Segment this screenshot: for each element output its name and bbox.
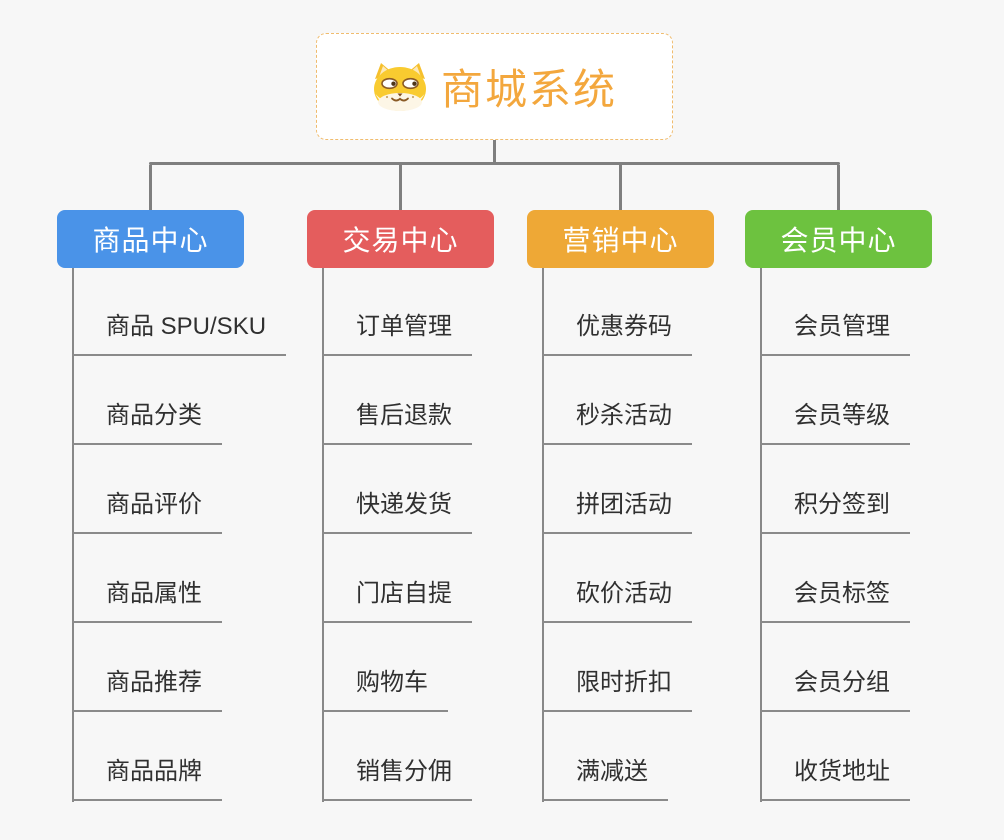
- leaf-node[interactable]: 商品品牌: [72, 753, 222, 801]
- branch-node-member[interactable]: 会员中心: [745, 210, 932, 268]
- leaf-node[interactable]: 会员等级: [760, 397, 910, 445]
- root-node[interactable]: 商城系统: [316, 33, 673, 140]
- leaf-node[interactable]: 拼团活动: [542, 486, 692, 534]
- leaf-node[interactable]: 优惠券码: [542, 308, 692, 356]
- branch-node-trade[interactable]: 交易中心: [307, 210, 494, 268]
- leaf-node[interactable]: 积分签到: [760, 486, 910, 534]
- leaf-node[interactable]: 销售分佣: [322, 753, 472, 801]
- leaf-node[interactable]: 会员分组: [760, 664, 910, 712]
- leaf-node[interactable]: 商品评价: [72, 486, 222, 534]
- leaf-node[interactable]: 商品 SPU/SKU: [72, 308, 287, 356]
- branch-connector-line: [72, 268, 74, 802]
- connector-drop-2: [399, 165, 402, 210]
- doge-icon: [373, 62, 426, 111]
- leaf-node[interactable]: 订单管理: [322, 308, 472, 356]
- branch-connector-line: [760, 268, 762, 802]
- connector-drop-4: [837, 165, 840, 210]
- branch-connector-line: [322, 268, 324, 802]
- leaf-node[interactable]: 快递发货: [322, 486, 472, 534]
- root-label: 商城系统: [440, 66, 617, 113]
- connector-drop-1: [149, 165, 152, 210]
- connector-drop-3: [619, 165, 622, 210]
- branch-connector-line: [542, 268, 544, 802]
- connector-root-stub: [493, 140, 496, 164]
- branch-column-member: 会员中心 会员管理 会员等级 积分签到 会员标签 会员分组 收货地址: [745, 0, 1004, 840]
- leaf-node[interactable]: 满减送: [542, 753, 668, 801]
- leaf-node[interactable]: 秒杀活动: [542, 397, 692, 445]
- branch-column-product: 商品中心 商品 SPU/SKU 商品分类 商品评价 商品属性 商品推荐 商品品牌: [57, 0, 317, 840]
- leaf-node[interactable]: 砍价活动: [542, 575, 692, 623]
- leaf-node[interactable]: 购物车: [322, 664, 448, 712]
- leaf-node[interactable]: 限时折扣: [542, 664, 692, 712]
- branch-column-trade: 交易中心 订单管理 售后退款 快递发货 门店自提 购物车 销售分佣: [307, 0, 567, 840]
- leaf-node[interactable]: 商品分类: [72, 397, 222, 445]
- leaf-node[interactable]: 会员标签: [760, 575, 910, 623]
- leaf-node[interactable]: 售后退款: [322, 397, 472, 445]
- leaf-node[interactable]: 收货地址: [760, 753, 910, 801]
- connector-rail: [149, 162, 840, 165]
- leaf-node[interactable]: 商品推荐: [72, 664, 222, 712]
- leaf-node[interactable]: 会员管理: [760, 308, 910, 356]
- leaf-node[interactable]: 商品属性: [72, 575, 222, 623]
- branch-column-marketing: 营销中心 优惠券码 秒杀活动 拼团活动 砍价活动 限时折扣 满减送: [527, 0, 787, 840]
- leaf-node[interactable]: 门店自提: [322, 575, 472, 623]
- branch-node-product[interactable]: 商品中心: [57, 210, 244, 268]
- branch-node-marketing[interactable]: 营销中心: [527, 210, 714, 268]
